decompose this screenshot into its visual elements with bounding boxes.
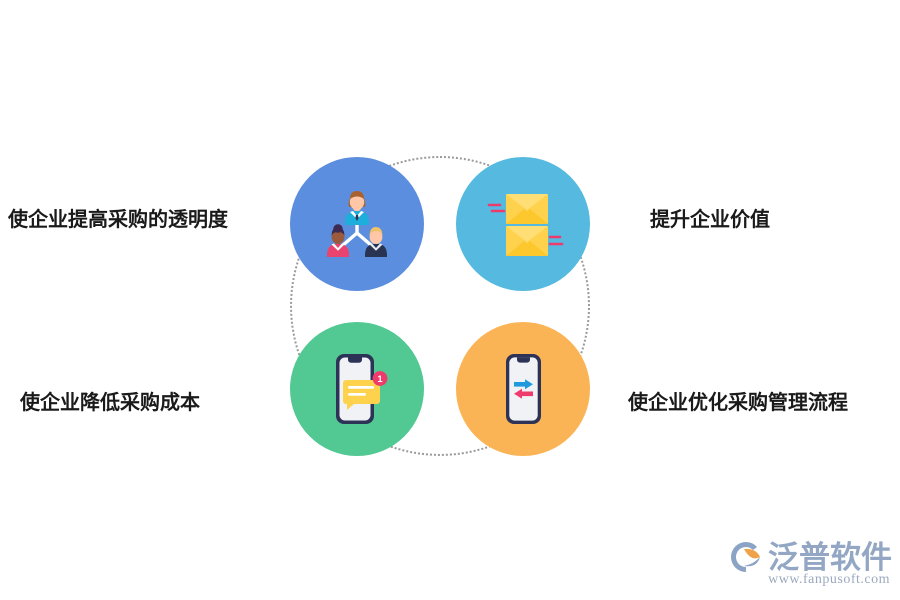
label-value: 提升企业价值 [650,209,770,231]
phone-message-icon: 1 [336,354,388,424]
envelopes-icon [487,194,564,256]
label-process: 使企业优化采购管理流程 [628,392,848,414]
notification-badge: 1 [372,371,388,386]
dotted-connector-ring [290,156,590,456]
message-bubble [343,380,380,410]
envelope-top [506,194,548,224]
motion-lines-right [548,235,564,246]
team-hierarchy-icon [327,191,387,257]
phone-exchange-icon [506,354,541,424]
watermark-logo: 泛普软件 www.fanpusoft.com [728,540,892,588]
node-circle-transparency[interactable] [290,157,424,291]
arrow-left-icon [514,388,533,399]
badge-count: 1 [377,374,383,385]
node-circle-cost[interactable]: 1 [290,322,424,456]
arrow-right-icon [514,379,533,390]
label-cost: 使企业降低采购成本 [20,392,200,414]
fanpu-swoosh-logo-icon [731,542,760,572]
envelope-bottom [506,226,548,256]
logo-url-text: www.fanpusoft.com [768,572,890,587]
logo-brand-text: 泛普软件 [768,539,892,575]
motion-lines-left [487,203,506,213]
node-circle-value[interactable] [456,157,590,291]
node-circle-process[interactable] [456,322,590,456]
logo-row: 泛普软件 [728,540,892,574]
label-transparency: 使企业提高采购的透明度 [8,209,228,231]
